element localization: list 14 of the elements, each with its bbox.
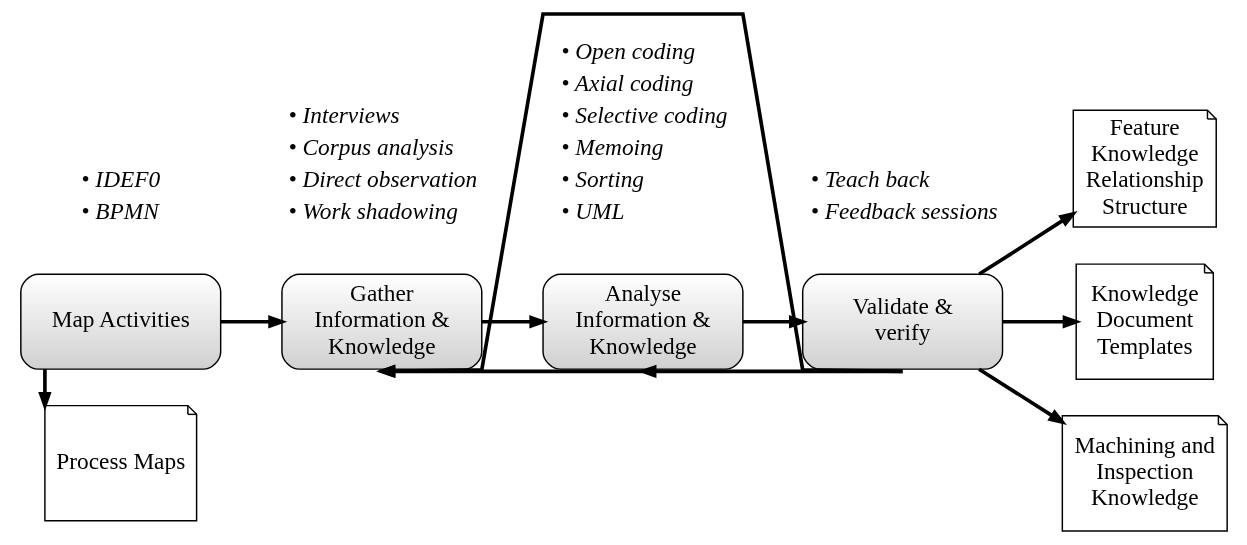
- node-label: • Teach back: [810, 166, 929, 193]
- node-label: • BPMN: [80, 198, 159, 225]
- node-label: • Feedback sessions: [810, 198, 998, 225]
- node-label: • IDEF0: [80, 166, 160, 193]
- node-label: • UML: [560, 198, 625, 225]
- node-label: • Axial coding: [560, 69, 693, 96]
- node-label: • Direct observation: [288, 166, 477, 193]
- node-label: • Selective coding: [560, 102, 727, 129]
- node-label: • Interviews: [288, 102, 400, 129]
- node-label: • Corpus analysis: [288, 134, 454, 161]
- node-label: • Memoing: [560, 134, 663, 161]
- node-label: • Work shadowing: [288, 198, 458, 225]
- node-label: • Open coding: [560, 37, 695, 64]
- node-label: • Sorting: [560, 166, 644, 193]
